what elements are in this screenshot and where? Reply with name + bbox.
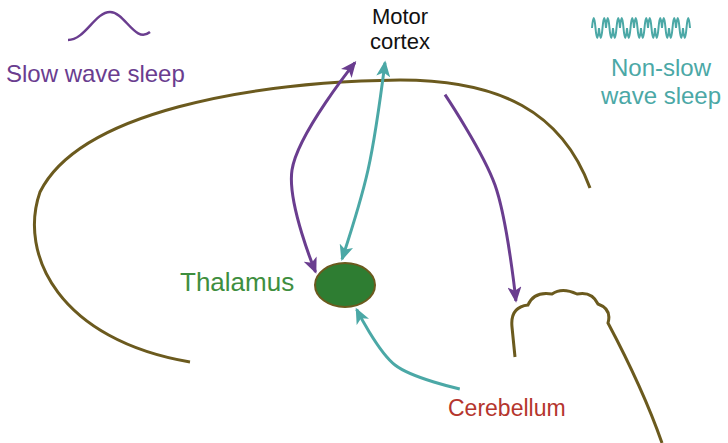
connector-arrow — [342, 63, 385, 260]
legend-label: Slow wave sleep — [6, 60, 226, 88]
slow-wave-sample — [68, 12, 150, 40]
cortex-label: Motor cortex — [350, 4, 450, 55]
connector-arrow — [445, 95, 516, 301]
cerebellum-node: Cerebellum — [440, 285, 670, 443]
thalamus-node: Thalamus — [180, 255, 380, 315]
legend-label: Non-slow wave sleep — [598, 54, 724, 109]
thalamus-ellipse — [313, 261, 377, 309]
connector-arrow — [357, 309, 460, 389]
node-label: Motor cortex — [350, 4, 450, 55]
node-label: Cerebellum — [448, 395, 566, 421]
fast-wave-sample — [592, 18, 690, 38]
node-label: Thalamus — [180, 268, 294, 298]
connector-arrow — [291, 63, 355, 272]
